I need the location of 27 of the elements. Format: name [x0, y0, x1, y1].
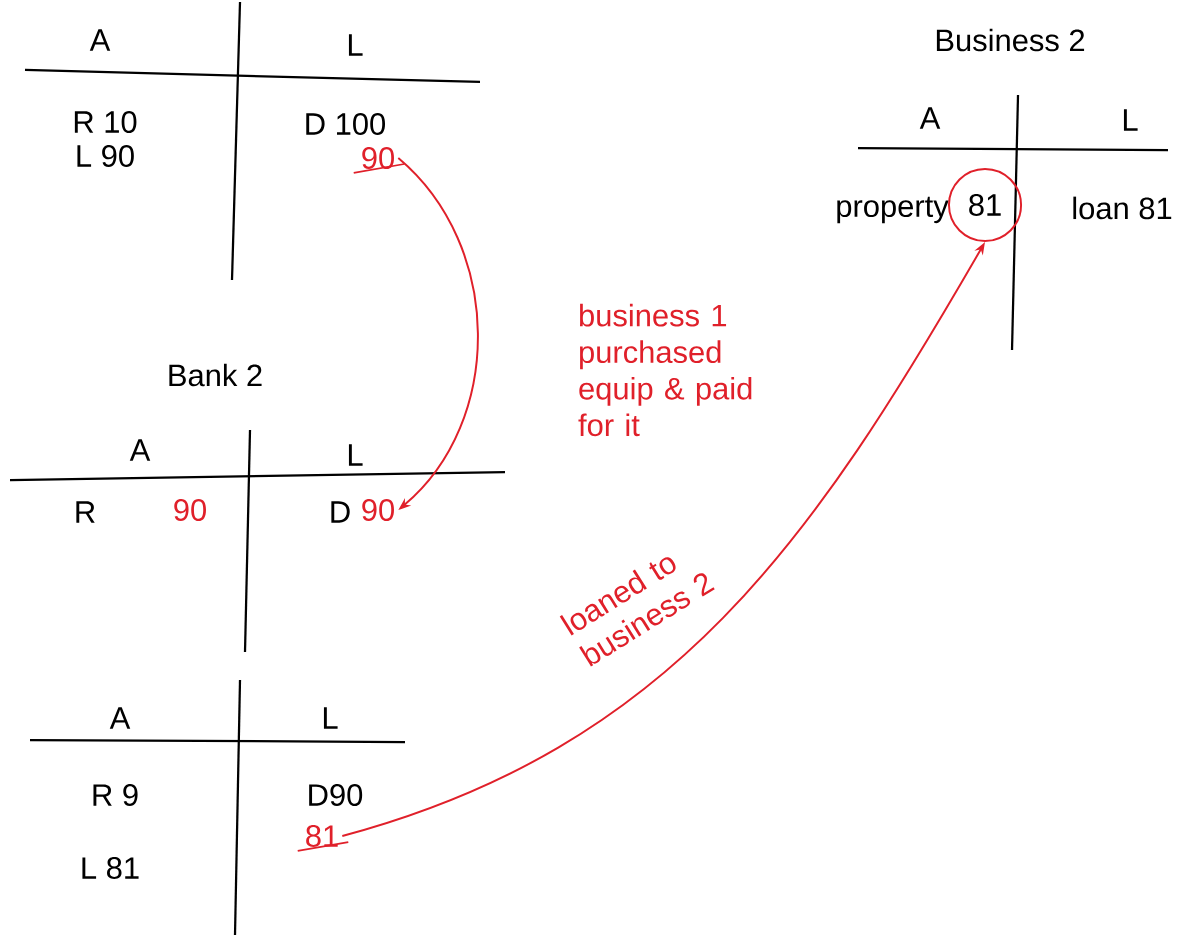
table-entry: L 81	[82, 857, 139, 879]
column-heading: A	[919, 107, 941, 129]
edge-label: business 1 purchased equip & paid for it	[578, 303, 752, 437]
column-heading: A	[129, 439, 151, 461]
column-heading: A	[89, 29, 111, 51]
table-entry: D90	[309, 784, 363, 806]
table-entry: L 90	[77, 145, 134, 167]
column-heading: A	[109, 707, 131, 729]
table-entry: R 9	[93, 784, 138, 806]
column-heading: L	[348, 444, 363, 466]
column-heading: L	[348, 34, 363, 56]
table-entry: property	[837, 196, 949, 224]
table-entry: loan 81	[1073, 196, 1172, 220]
table-title: Bank 2	[169, 363, 262, 387]
table-entry: D	[331, 501, 350, 523]
curved-arrow	[397, 157, 479, 510]
table-entry: 90	[174, 499, 206, 521]
table-entry: R 10	[74, 111, 137, 133]
crossed-out-number: 81	[296, 825, 350, 852]
column-heading: L	[323, 707, 338, 729]
crossed-out-number: 90	[352, 147, 406, 174]
column-heading: L	[1123, 109, 1138, 131]
table-entry: R	[76, 501, 95, 523]
circled-number: 81	[947, 167, 1023, 243]
table-entry: 90	[362, 499, 394, 521]
table-entry: D 100	[306, 113, 385, 135]
table-title: Business 2	[936, 28, 1085, 52]
